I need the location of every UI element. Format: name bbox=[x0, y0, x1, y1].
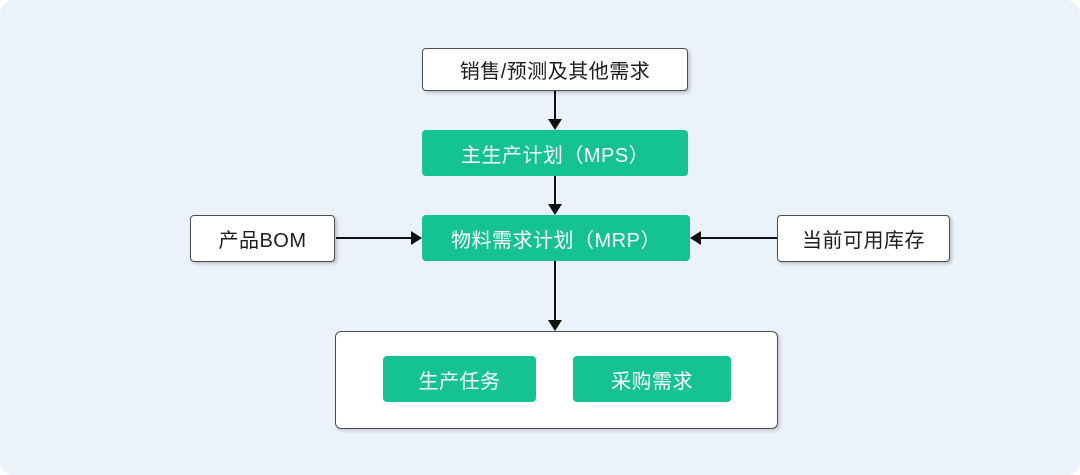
arrow-inventory-to-mrp-line bbox=[701, 237, 777, 239]
node-sales-forecast-demand-label: 销售/预测及其他需求 bbox=[459, 61, 651, 83]
arrow-mps-to-mrp-line bbox=[554, 176, 556, 205]
arrow-inventory-to-mrp-head bbox=[690, 231, 701, 245]
node-purchase-demand: 采购需求 bbox=[573, 356, 731, 402]
node-product-bom: 产品BOM bbox=[190, 215, 335, 262]
node-material-requirements-planning: 物料需求计划（MRP） bbox=[422, 215, 690, 261]
arrow-bom-to-mrp-line bbox=[336, 237, 412, 239]
node-sales-forecast-demand: 销售/预测及其他需求 bbox=[422, 48, 688, 91]
arrow-mrp-to-output-head bbox=[548, 320, 562, 331]
node-production-task-label: 生产任务 bbox=[418, 370, 501, 393]
arrow-mrp-to-output-line bbox=[554, 261, 556, 321]
arrow-mps-to-mrp-head bbox=[548, 204, 562, 215]
node-master-production-schedule: 主生产计划（MPS） bbox=[422, 130, 688, 176]
node-production-task: 生产任务 bbox=[383, 356, 536, 402]
node-available-inventory: 当前可用库存 bbox=[777, 215, 950, 262]
arrow-demand-to-mps-line bbox=[554, 91, 556, 120]
node-purchase-demand-label: 采购需求 bbox=[611, 370, 693, 393]
node-available-inventory-label: 当前可用库存 bbox=[802, 230, 925, 252]
node-master-production-schedule-label: 主生产计划（MPS） bbox=[460, 144, 650, 167]
arrow-demand-to-mps-head bbox=[548, 119, 562, 130]
arrow-bom-to-mrp-head bbox=[411, 231, 422, 245]
node-material-requirements-planning-label: 物料需求计划（MRP） bbox=[451, 229, 661, 252]
node-product-bom-label: 产品BOM bbox=[218, 230, 307, 252]
